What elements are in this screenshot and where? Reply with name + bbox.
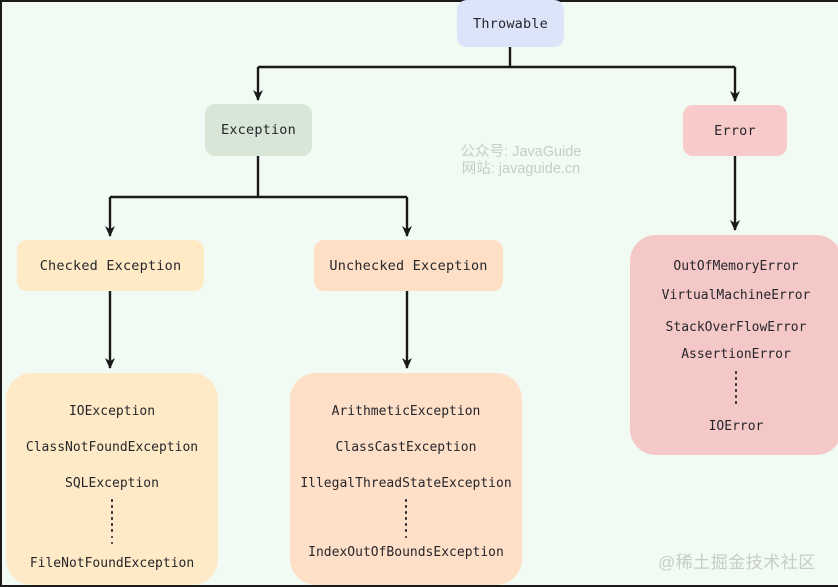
- error-list-box: OutOfMemoryError VirtualMachineError Sta…: [630, 235, 838, 455]
- exception-node: Exception: [205, 104, 312, 156]
- throwable-node: Throwable: [457, 0, 564, 47]
- frame-edge-top: [0, 0, 838, 2]
- list-item: AssertionError: [681, 347, 791, 362]
- watermark-line2: 网站: javaguide.cn: [461, 161, 581, 177]
- list-item: IllegalThreadStateException: [300, 476, 512, 491]
- watermark-juejin: @稀土掘金技术社区: [658, 553, 816, 572]
- ellipsis-dots: [6, 499, 218, 545]
- ellipsis-dots: [630, 371, 838, 405]
- checked-exception-label: Checked Exception: [39, 257, 182, 274]
- frame-edge-left: [0, 0, 2, 587]
- list-item: SQLException: [65, 476, 159, 491]
- checked-exception-node: Checked Exception: [17, 240, 204, 291]
- list-item: IndexOutOfBoundsException: [308, 545, 504, 560]
- watermark-javaguide: 公众号: JavaGuide 网站: javaguide.cn: [440, 144, 602, 178]
- ellipsis-dots: [290, 499, 522, 539]
- list-item: IOException: [68, 404, 156, 419]
- unchecked-exception-list-box: ArithmeticException ClassCastException I…: [290, 373, 522, 585]
- unchecked-exception-label: Unchecked Exception: [329, 257, 488, 274]
- checked-exception-list-box: IOException ClassNotFoundException SQLEx…: [6, 373, 218, 585]
- frame-edge-bottom: [0, 585, 838, 587]
- unchecked-exception-node: Unchecked Exception: [314, 240, 503, 291]
- list-item: ClassNotFoundException: [25, 440, 199, 455]
- list-item: ArithmeticException: [331, 404, 481, 419]
- watermark-line1: 公众号: JavaGuide: [460, 144, 582, 160]
- list-item: FileNotFoundException: [29, 556, 195, 571]
- list-item: ClassCastException: [335, 440, 477, 455]
- exception-label: Exception: [221, 122, 296, 138]
- error-label: Error: [714, 122, 756, 139]
- list-item: VirtualMachineError: [661, 288, 811, 303]
- list-item: StackOverFlowError: [665, 320, 807, 335]
- list-item: OutOfMemoryError: [673, 259, 799, 274]
- throwable-label: Throwable: [473, 15, 548, 32]
- list-item: IOError: [708, 419, 764, 434]
- error-node: Error: [683, 105, 787, 156]
